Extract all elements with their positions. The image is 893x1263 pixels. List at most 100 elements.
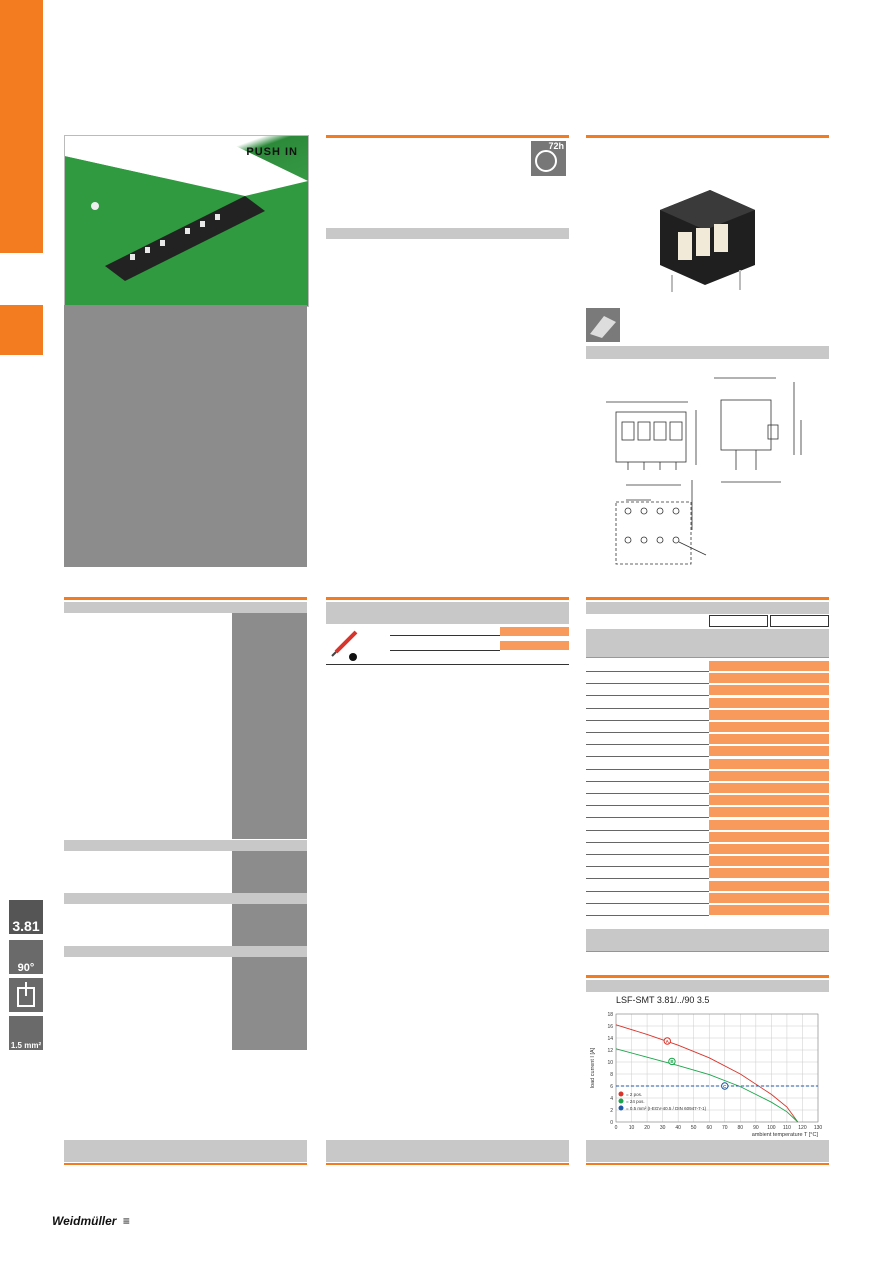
pitch-icon: 3.81 [9, 900, 43, 934]
series-line [615, 1048, 799, 1123]
order-row-line [586, 841, 709, 843]
x-tick-label: 80 [738, 1125, 744, 1131]
order-row-value [709, 856, 829, 868]
plot-frame [615, 1013, 819, 1123]
col2-tool-header [326, 602, 569, 624]
order-row-line [586, 695, 709, 697]
x-tick-label: 120 [798, 1125, 807, 1131]
col3-footer-rule [586, 1163, 829, 1165]
order-row-line [586, 707, 709, 709]
col1-footer-rule [64, 1163, 307, 1165]
chart-title: LSF-SMT 3.81/../90 3.5 [616, 995, 710, 1005]
terminal-block-illustration [660, 190, 755, 292]
order-subheader-line [586, 657, 829, 658]
x-tick-label: 70 [722, 1125, 728, 1131]
order-row-line [586, 744, 709, 746]
legend-swatch [618, 1091, 624, 1097]
order-row-line [586, 902, 709, 904]
x-tick-label: 0 [615, 1125, 618, 1131]
x-tick-label: 90 [753, 1125, 759, 1131]
order-row-value [709, 795, 829, 807]
order-row-line [586, 817, 709, 819]
order-row-value [709, 880, 829, 892]
col1-mid-rule [64, 597, 307, 600]
legend-swatch [618, 1098, 624, 1104]
tool-row-line-2 [390, 650, 500, 651]
col2-footer-bar [326, 1140, 569, 1162]
col1-footer-bar [64, 1140, 307, 1162]
push-in-badge: PUSH IN [246, 146, 298, 158]
order-row-line [586, 805, 709, 807]
col3-footer-bar [586, 1140, 829, 1162]
order-row-value [709, 758, 829, 770]
y-tick-label: 10 [607, 1060, 613, 1066]
chart-top-rule [586, 975, 829, 978]
x-tick-label: 110 [783, 1125, 791, 1131]
legend-label: = 24 pos. [626, 1099, 645, 1104]
order-header-box-2 [770, 615, 829, 627]
x-tick-label: 100 [767, 1125, 776, 1131]
y-tick-label: 18 [607, 1012, 613, 1018]
3d-model-icon [586, 308, 620, 342]
brand-mark-icon: ≡ [122, 1214, 130, 1228]
col3-top-rule [586, 135, 829, 138]
order-row-value [709, 673, 829, 685]
y-tick-label: 0 [610, 1120, 613, 1126]
series-line [615, 1024, 799, 1123]
order-row-value [709, 807, 829, 819]
brand-logo: Weidmüller ≡ [52, 1214, 130, 1228]
order-row-value [709, 709, 829, 721]
order-row-line [586, 671, 709, 672]
tool-row-line-3 [326, 664, 569, 665]
order-row-value [709, 661, 829, 672]
wire-size-icon: 1.5 mm² [9, 1016, 43, 1050]
order-row-value [709, 734, 829, 746]
description-panel [64, 305, 307, 567]
order-row-line [586, 719, 709, 721]
screwdriver-icon [330, 628, 364, 662]
order-row-value [709, 697, 829, 709]
tool-row-line-1 [390, 635, 500, 636]
col1-value-col-2 [232, 851, 307, 893]
order-row-line [586, 732, 709, 733]
col1-section-bar-2 [64, 840, 307, 851]
series-marker [668, 1057, 676, 1066]
series-marker-label: A [666, 1039, 670, 1044]
order-row-value [709, 868, 829, 880]
sidebar-tab-top [0, 0, 43, 253]
angle-icon: 90° [9, 940, 43, 974]
x-tick-label: 30 [660, 1125, 666, 1131]
x-tick-label: 60 [706, 1125, 712, 1131]
terminal-block-photo [650, 180, 760, 300]
y-tick-label: 2 [610, 1108, 613, 1114]
col1-value-col-4 [232, 957, 307, 1050]
order-row-line [586, 890, 709, 892]
order-header-box-1 [709, 615, 768, 627]
series-marker-label: C [723, 1084, 727, 1089]
x-tick-label: 40 [675, 1125, 681, 1131]
order-footer-rule [586, 951, 829, 952]
tool-row-value-2 [500, 641, 569, 650]
x-tick-label: 130 [814, 1125, 823, 1131]
order-row-value [709, 892, 829, 904]
x-tick-label: 50 [691, 1125, 697, 1131]
tool-row-value-1 [500, 627, 569, 636]
col1-section-bar-3 [64, 893, 307, 904]
order-row-line [586, 915, 709, 916]
y-tick-label: 6 [610, 1084, 613, 1090]
col3-drawing-bar [586, 346, 829, 359]
legend-label: = 0.5 mm² (I-EGV-40.5 / DIN 60947-7-1) [626, 1106, 707, 1111]
order-row-value [709, 783, 829, 794]
wire-entry-icon [9, 978, 43, 1012]
order-row-value [709, 770, 829, 782]
order-row-line [586, 866, 709, 868]
order-row-line [586, 793, 709, 794]
y-tick-label: 12 [607, 1048, 613, 1054]
order-row-value [709, 844, 829, 855]
order-row-line [586, 780, 709, 782]
order-row-line [586, 768, 709, 770]
globe-icon [535, 150, 557, 172]
y-tick-label: 8 [610, 1072, 613, 1078]
col3-mid-rule [586, 597, 829, 600]
col2-header-bar [326, 228, 569, 239]
